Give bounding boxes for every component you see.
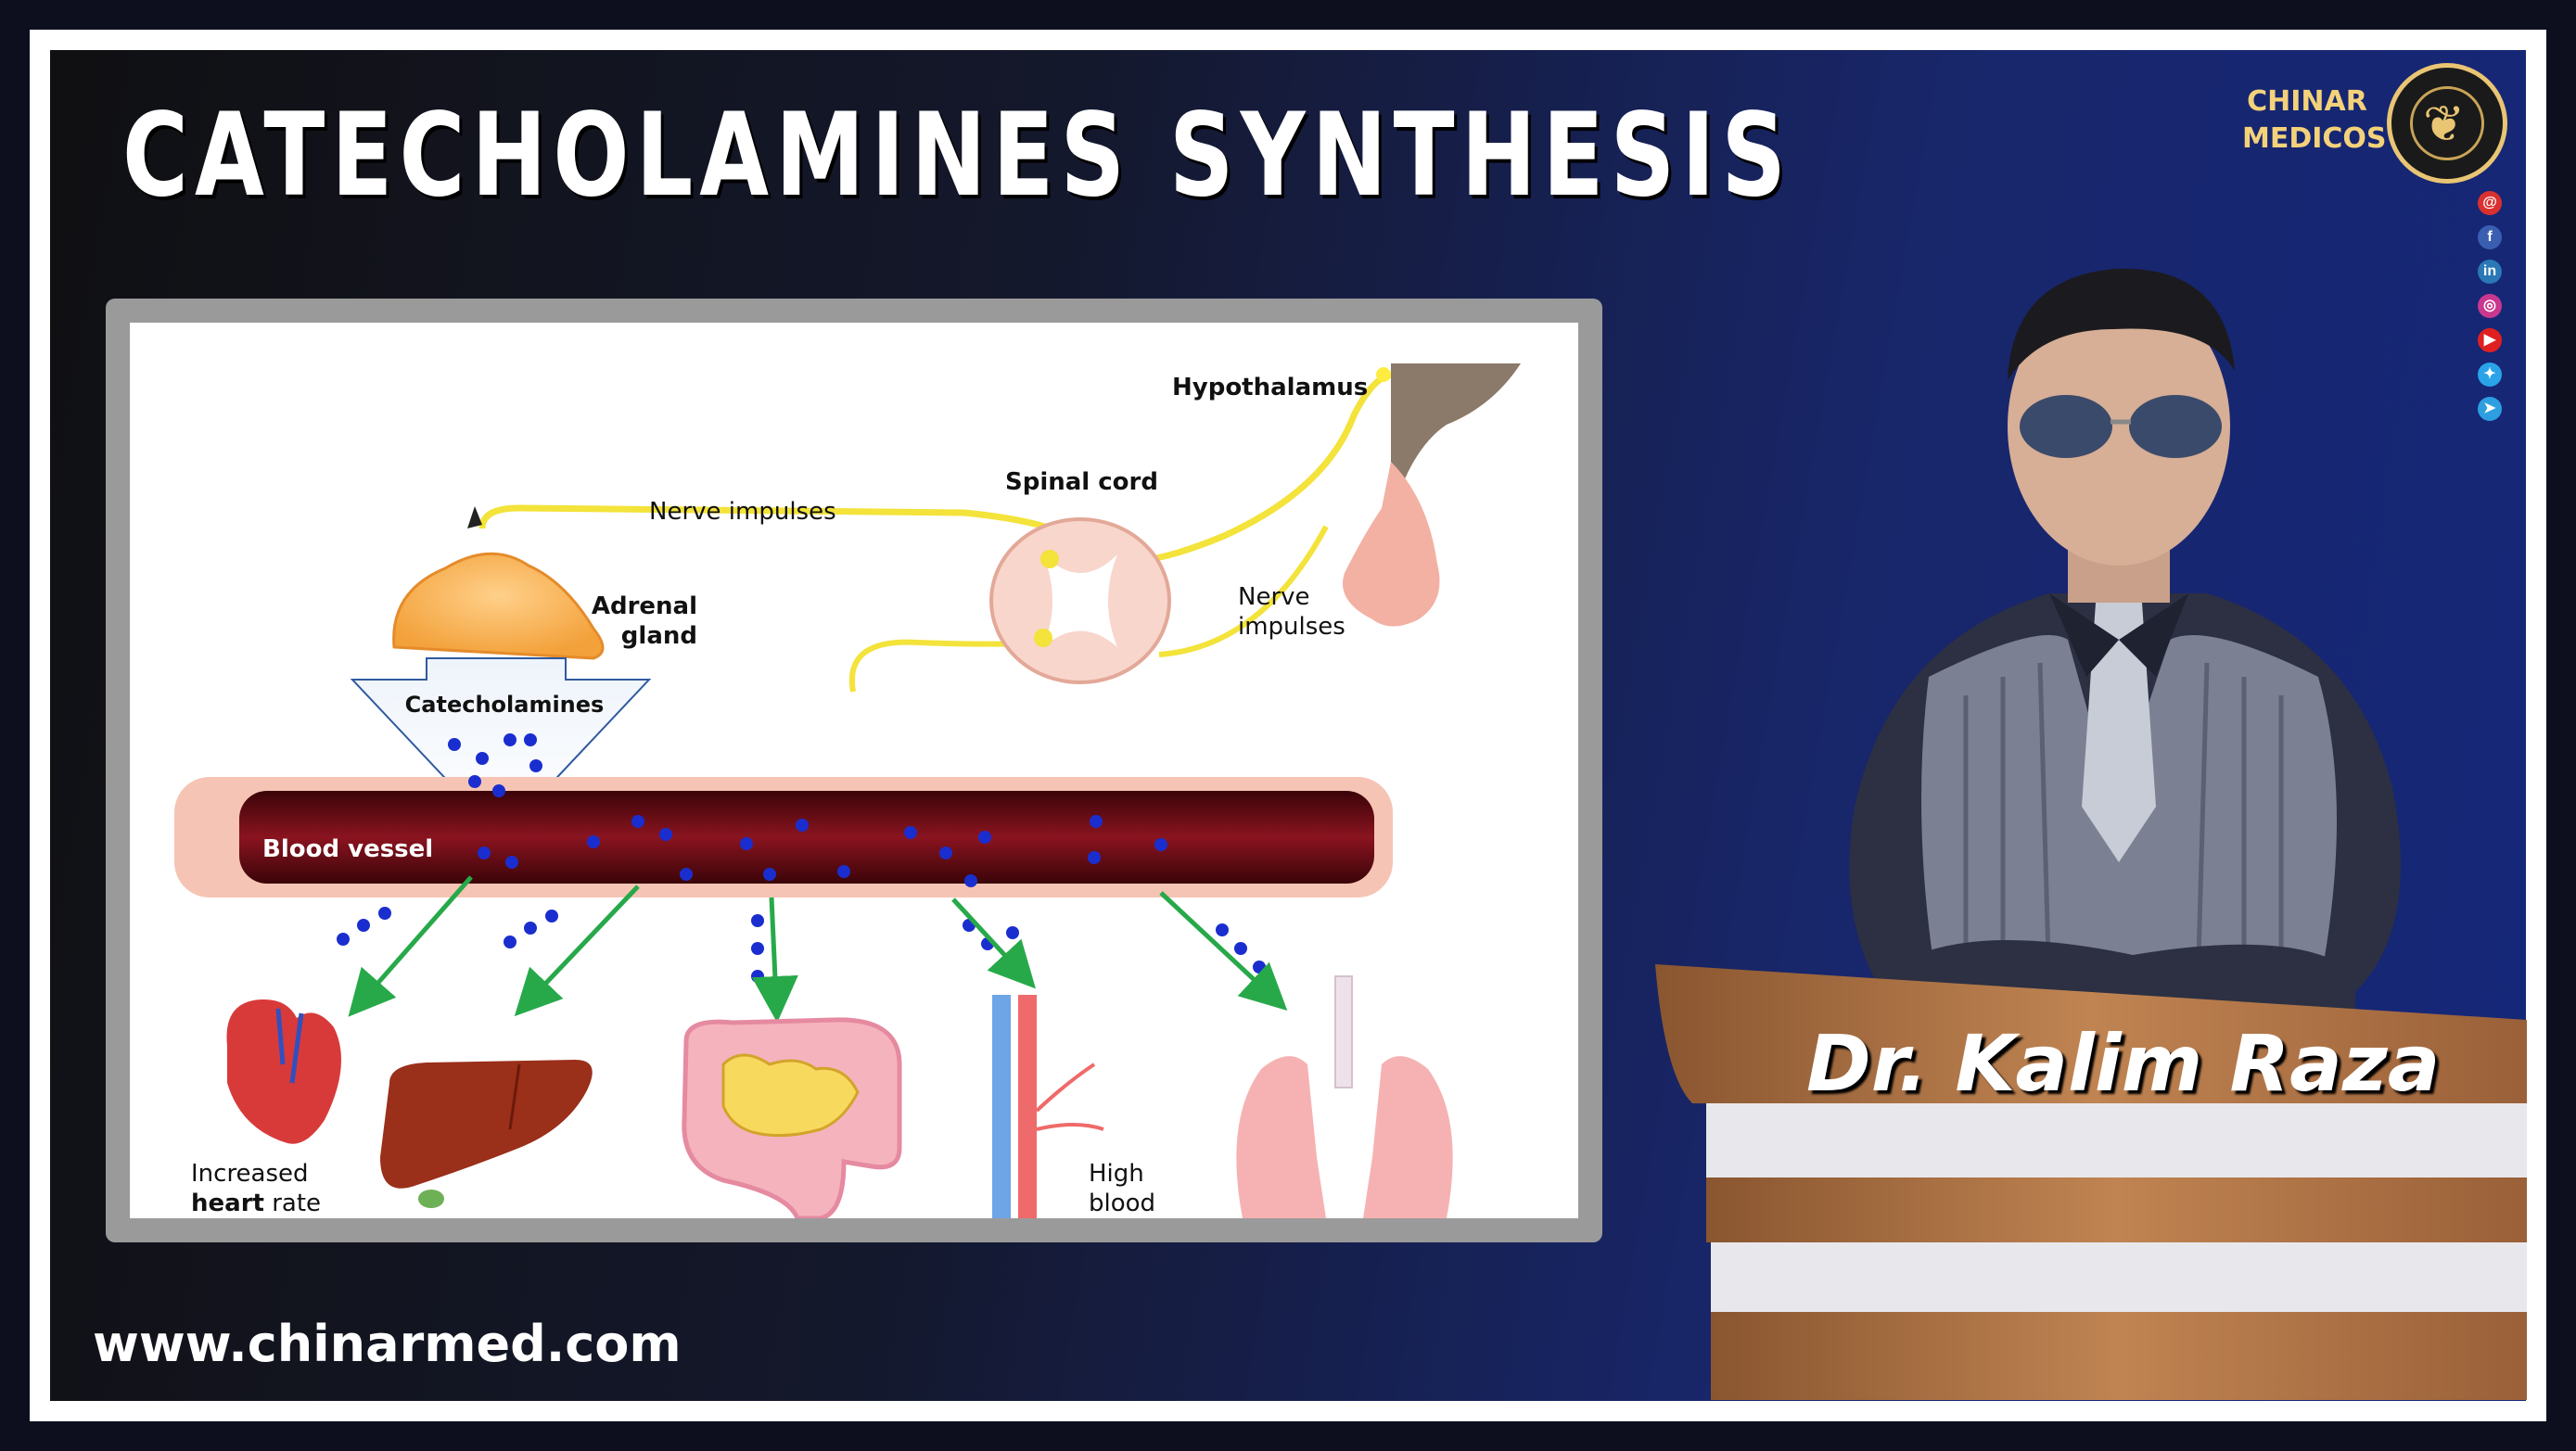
spinal-cord-grey-matter xyxy=(1043,554,1117,647)
left-lung xyxy=(1236,1056,1326,1218)
label-heart-2-rest: rate xyxy=(264,1190,321,1217)
label-adrenal-1: Adrenal xyxy=(592,592,697,620)
label-nerve-right-1: Nerve xyxy=(1238,583,1310,611)
label-hypothalamus: Hypothalamus xyxy=(1172,374,1368,401)
right-lung xyxy=(1363,1056,1453,1218)
youtube-icon[interactable]: ▶ xyxy=(2478,328,2502,352)
vein-shape xyxy=(992,995,1011,1218)
gallbladder xyxy=(418,1190,444,1208)
label-heart-2: heart rate xyxy=(191,1190,321,1217)
label-adrenal-2: gland xyxy=(621,622,697,650)
pituitary-shape xyxy=(1343,462,1440,627)
email-icon[interactable]: @ xyxy=(2478,191,2502,215)
label-blood-vessel: Blood vessel xyxy=(262,835,433,863)
nerve-path-top xyxy=(478,371,1393,566)
liver-shape xyxy=(380,1060,593,1189)
green-arrows xyxy=(348,875,1288,1023)
page-title: CATECHOLAMINES SYNTHESIS xyxy=(122,89,1793,223)
label-bp-1: High xyxy=(1089,1160,1144,1188)
label-catecholamines: Catecholamines xyxy=(405,692,605,718)
twitter-icon[interactable]: ✦ xyxy=(2478,363,2502,387)
catecholamine-diagram: Hypothalamus Spinal cord Nerve impulses … xyxy=(130,323,1578,1218)
brand-name: CHINAR MEDICOS xyxy=(2242,83,2387,158)
label-spinal-cord: Spinal cord xyxy=(1005,468,1158,496)
facebook-icon[interactable]: f xyxy=(2478,225,2502,249)
website-link[interactable]: www.chinarmed.com xyxy=(93,1315,682,1373)
chinar-logo-icon: ❦ xyxy=(2387,63,2507,184)
logo-ring xyxy=(2410,86,2484,160)
small-intestine xyxy=(721,1053,860,1138)
maple-leaf-icon: ❦ xyxy=(2423,96,2466,152)
artery-shape xyxy=(1018,995,1037,1218)
hypothalamus-shape xyxy=(1391,363,1521,490)
social-icons: @ f in ◎ ▶ ✦ ➤ xyxy=(2478,191,2502,431)
label-heart-2-bold: heart xyxy=(191,1190,264,1217)
label-heart-1: Increased xyxy=(191,1160,309,1188)
podium xyxy=(1655,964,2527,1400)
brand-line-2: MEDICOS xyxy=(2242,122,2387,155)
synapse-dot-2 xyxy=(1034,629,1052,647)
nerve-arrow-left xyxy=(467,506,482,528)
liver-line xyxy=(508,1063,521,1130)
label-bp-2: blood xyxy=(1089,1190,1155,1217)
diagram-illustration: Hypothalamus Spinal cord Nerve impulses … xyxy=(174,363,1521,1218)
instagram-icon[interactable]: ◎ xyxy=(2478,294,2502,318)
label-nerve-right-2: impulses xyxy=(1238,613,1345,641)
presenter-name: Dr. Kalim Raza xyxy=(1806,1018,2441,1109)
trachea xyxy=(1334,975,1353,1088)
brand-line-1: CHINAR xyxy=(2247,85,2367,118)
telegram-icon[interactable]: ➤ xyxy=(2478,397,2502,421)
heart-vessels xyxy=(275,1008,304,1084)
synapse-dot-1 xyxy=(1040,550,1059,568)
adrenal-gland-shape xyxy=(392,552,605,660)
catecholamine-arrow xyxy=(350,657,652,839)
linkedin-icon[interactable]: in xyxy=(2478,260,2502,284)
label-nerve-impulses-top: Nerve impulses xyxy=(649,498,836,526)
hypothalamus-spark xyxy=(1376,367,1391,382)
capillaries xyxy=(1035,1063,1104,1131)
presenter-photo xyxy=(1849,268,2401,1029)
heart-shape xyxy=(226,999,341,1144)
